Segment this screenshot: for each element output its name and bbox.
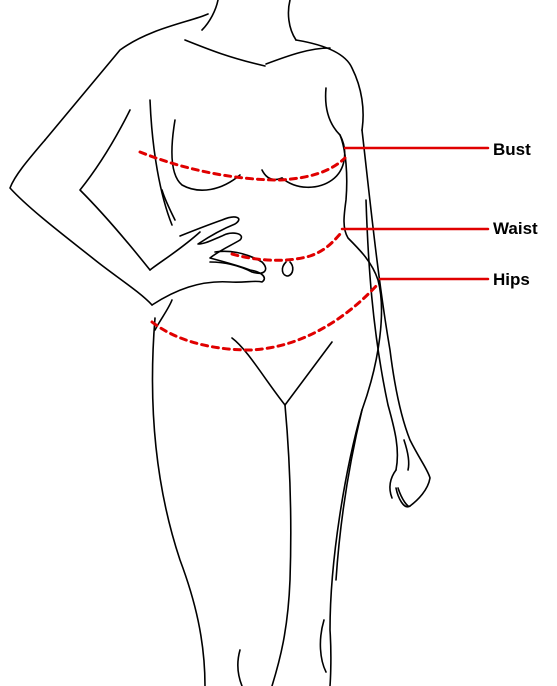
right-torso-side <box>330 135 381 686</box>
hips-dotted-line <box>152 284 378 350</box>
clavicle-right <box>266 48 330 64</box>
right-knee <box>320 620 326 672</box>
waist-label: Waist <box>493 219 538 239</box>
left-leg-outer <box>153 318 205 686</box>
right-arm-outer <box>362 130 430 507</box>
bust-dotted-line <box>140 152 345 180</box>
right-shoulder-line <box>296 40 363 130</box>
left-knee <box>238 650 242 686</box>
left-forearm-inner <box>150 232 200 270</box>
clavicle-left <box>185 40 265 66</box>
neck-right-line <box>288 0 296 40</box>
left-hand <box>152 217 264 305</box>
left-breast <box>172 120 240 190</box>
chest-centre <box>262 170 282 180</box>
right-hand <box>390 440 410 506</box>
groin-right <box>285 342 332 405</box>
left-shoulder-line <box>45 14 208 140</box>
left-inner-thigh <box>272 405 291 686</box>
hips-label: Hips <box>493 270 530 290</box>
right-breast <box>282 88 345 187</box>
right-arm-inner <box>366 200 397 470</box>
bust-label: Bust <box>493 140 531 160</box>
left-arm-inner <box>80 110 150 270</box>
navel <box>282 262 292 276</box>
right-thigh-inner <box>336 410 362 580</box>
left-arm-outer <box>10 140 152 305</box>
